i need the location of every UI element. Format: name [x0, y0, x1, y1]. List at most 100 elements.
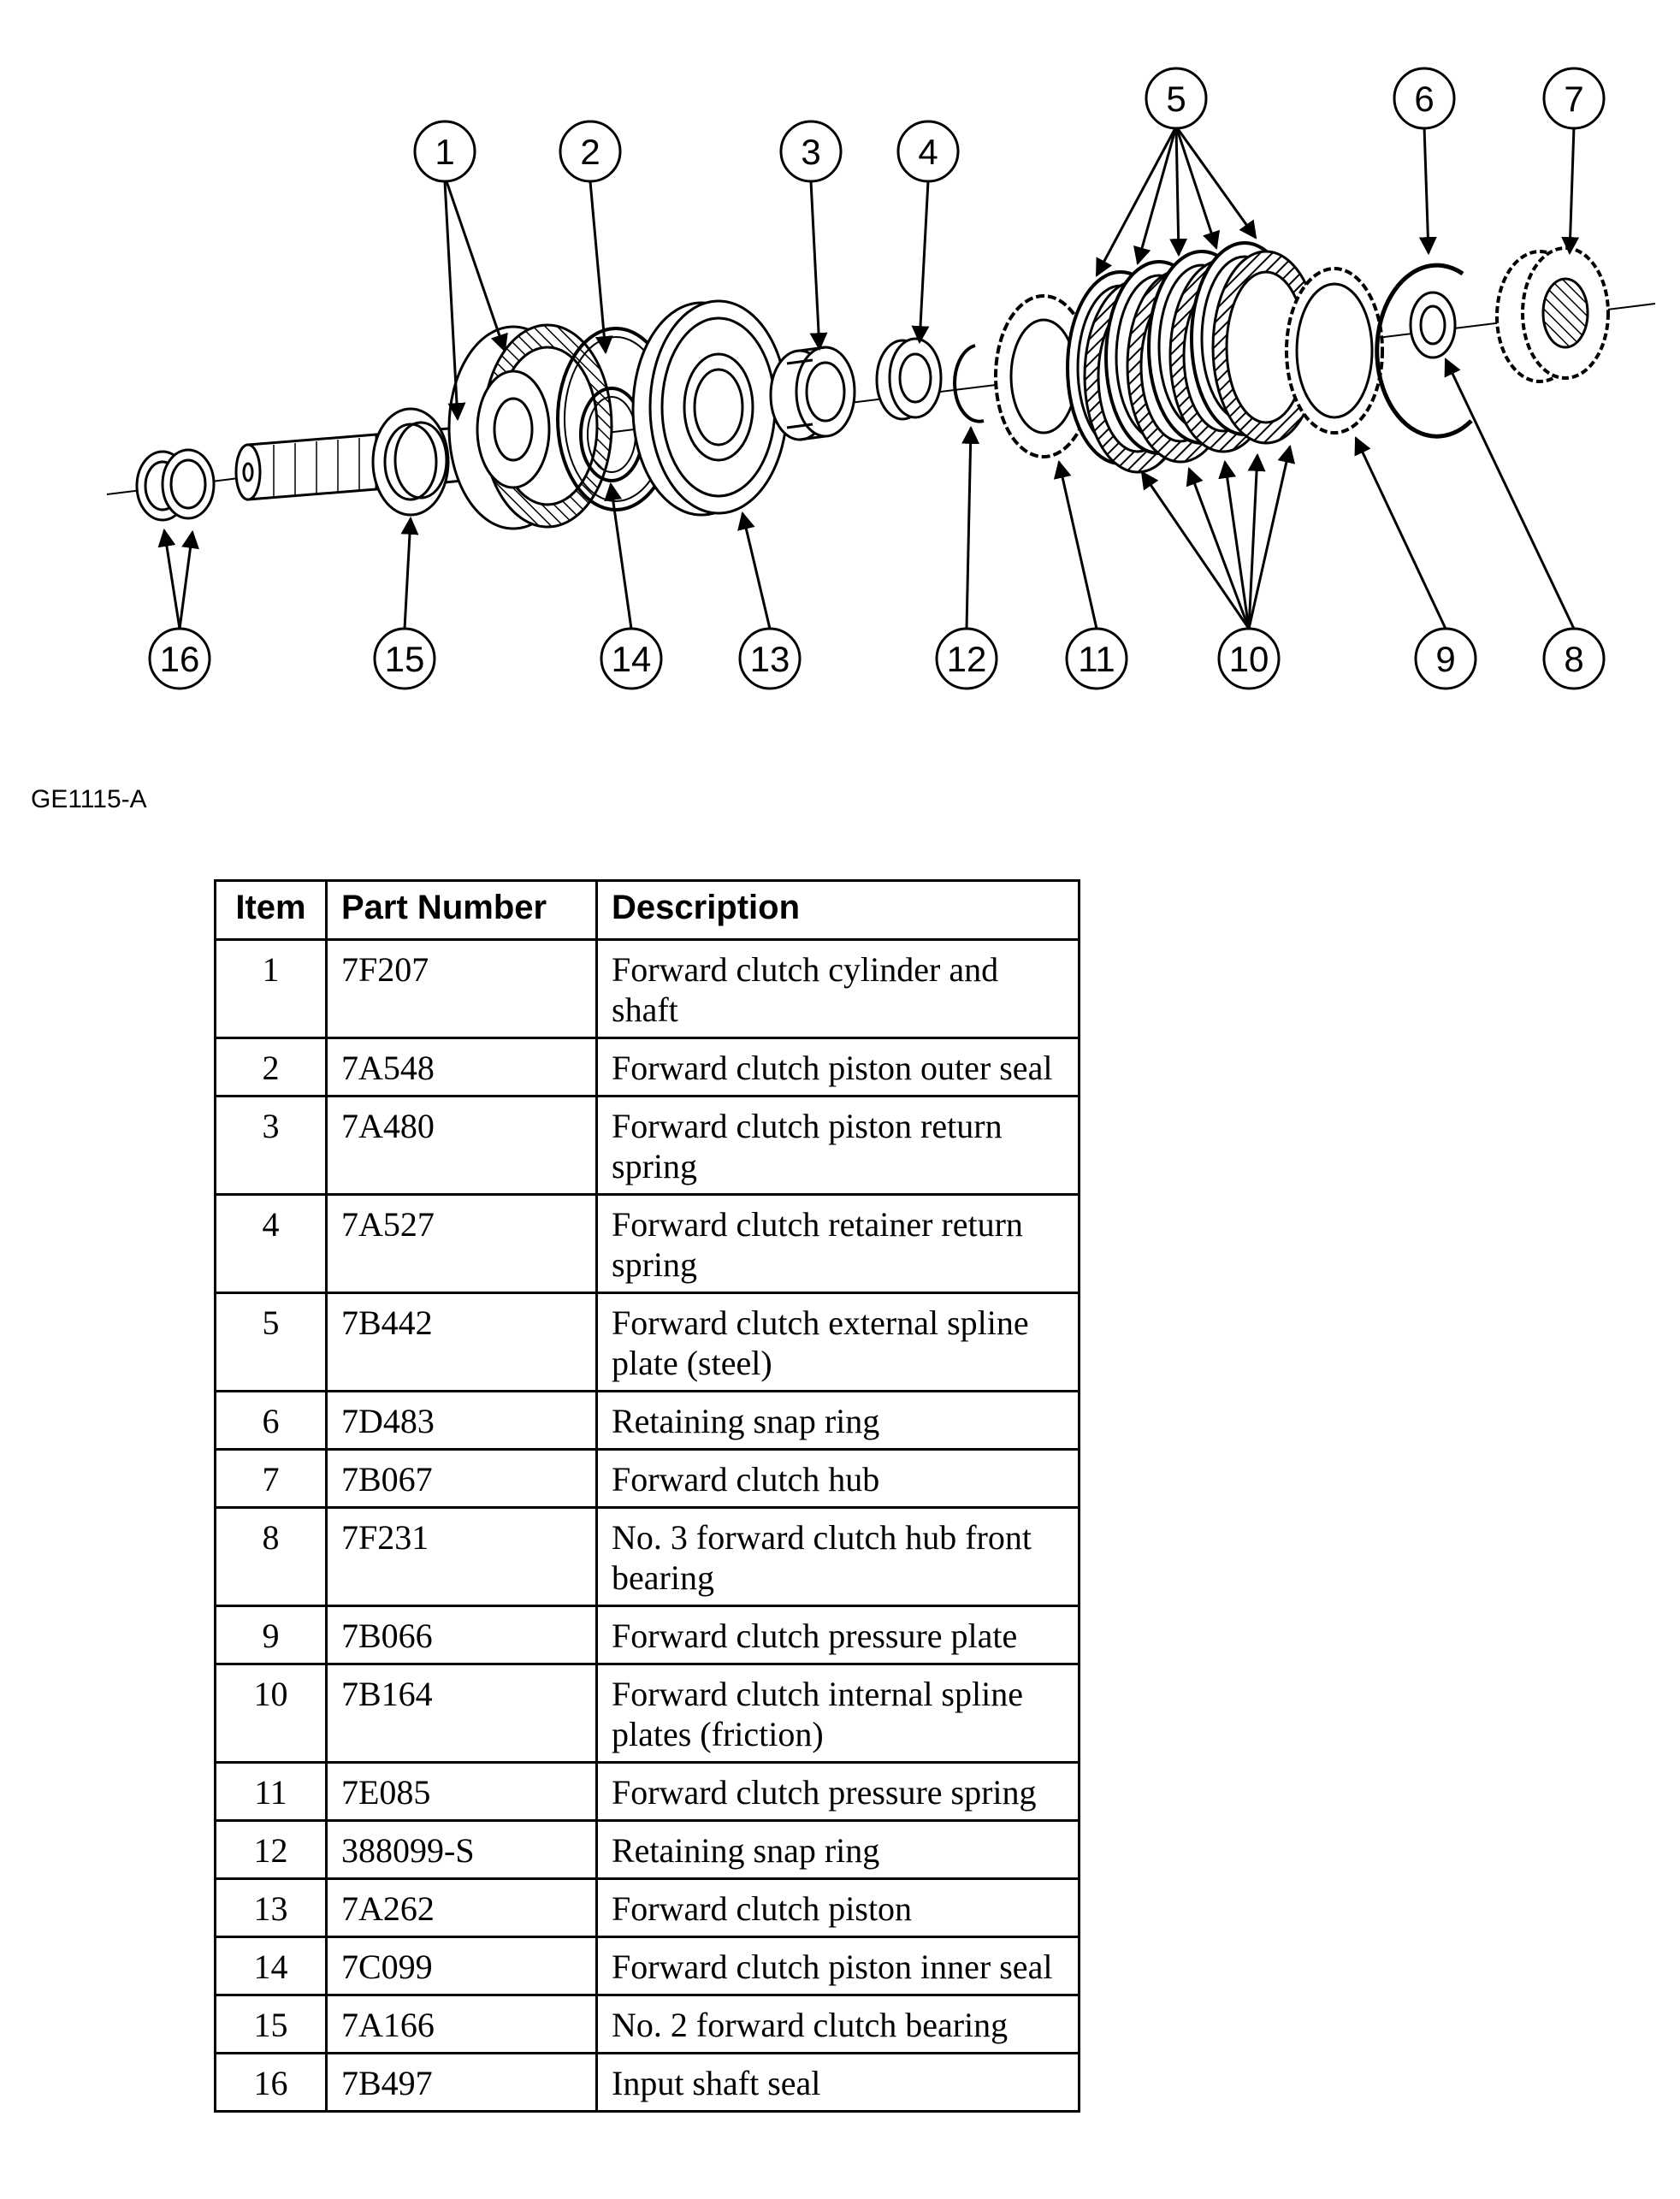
part-9-pressure-plate	[1285, 267, 1384, 434]
cell-description: No. 3 forward clutch hub front bearing	[595, 1506, 1080, 1607]
header-description: Description	[595, 879, 1080, 941]
svg-text:2: 2	[580, 132, 600, 172]
svg-text:3: 3	[801, 132, 820, 172]
cell-item: 4	[214, 1193, 328, 1294]
leader-arrows	[157, 126, 1580, 630]
cell-description: Forward clutch pressure plate	[595, 1605, 1080, 1665]
cell-item: 16	[214, 2052, 328, 2113]
cell-description: Forward clutch retainer return spring	[595, 1193, 1080, 1294]
svg-text:15: 15	[385, 639, 425, 679]
cell-item: 3	[214, 1095, 328, 1196]
svg-text:12: 12	[947, 639, 987, 679]
cell-part-number: 7D483	[325, 1390, 598, 1451]
cell-description: Forward clutch hub	[595, 1448, 1080, 1509]
cell-item: 10	[214, 1663, 328, 1764]
part-15-bearing	[371, 407, 450, 517]
cell-part-number: 7B164	[325, 1663, 598, 1764]
header-part-number: Part Number	[325, 879, 598, 941]
part-4-retainer	[875, 337, 943, 421]
cell-part-number: 7A480	[325, 1095, 598, 1196]
cell-description: Forward clutch piston inner seal	[595, 1936, 1080, 1996]
cell-description: Forward clutch piston	[595, 1877, 1080, 1938]
cell-item: 14	[214, 1936, 328, 1996]
part-7-hub	[1495, 246, 1610, 383]
cell-description: Forward clutch external spline plate (st…	[595, 1292, 1080, 1392]
cell-part-number: 7B066	[325, 1605, 598, 1665]
svg-text:4: 4	[918, 132, 938, 172]
svg-text:5: 5	[1166, 79, 1186, 119]
cell-item: 13	[214, 1877, 328, 1938]
cell-part-number: 7A262	[325, 1877, 598, 1938]
part-3-return-spring	[769, 346, 856, 441]
svg-text:13: 13	[750, 639, 790, 679]
cell-part-number: 7C099	[325, 1936, 598, 1996]
part-6-snap-ring	[1375, 263, 1473, 439]
cell-item: 2	[214, 1037, 328, 1097]
callouts: 1 2 3 4 5 6 7 8 9 10 11 12 13 14 15 16	[148, 67, 1606, 690]
cell-item: 1	[214, 938, 328, 1039]
cell-description: Input shaft seal	[595, 2052, 1080, 2113]
cell-part-number: 7E085	[325, 1761, 598, 1822]
cell-item: 7	[214, 1448, 328, 1509]
svg-text:11: 11	[1078, 639, 1115, 679]
cell-item: 8	[214, 1506, 328, 1607]
callout-14: 14	[600, 627, 663, 690]
cell-part-number: 7A527	[325, 1193, 598, 1294]
callout-3: 3	[779, 120, 843, 183]
callout-8: 8	[1542, 627, 1606, 690]
cell-description: No. 2 forward clutch bearing	[595, 1994, 1080, 2054]
part-13-piston	[631, 299, 789, 517]
part-12-snap-ring	[953, 344, 985, 423]
part-11-pressure-spring	[994, 294, 1093, 458]
cell-description: Retaining snap ring	[595, 1819, 1080, 1880]
callout-9: 9	[1414, 627, 1477, 690]
cell-item: 12	[214, 1819, 328, 1880]
svg-text:6: 6	[1414, 79, 1434, 119]
cell-part-number: 7F207	[325, 938, 598, 1039]
cell-part-number: 7A166	[325, 1994, 598, 2054]
cell-item: 9	[214, 1605, 328, 1665]
callout-13: 13	[738, 627, 802, 690]
callout-16: 16	[148, 627, 211, 690]
svg-text:8: 8	[1564, 639, 1583, 679]
svg-text:10: 10	[1229, 639, 1269, 679]
exploded-view-drawing: 1 2 3 4 5 6 7 8 9 10 11 12 13 14 15 16	[106, 67, 1656, 690]
svg-text:14: 14	[612, 639, 652, 679]
cell-description: Forward clutch internal spline plates (f…	[595, 1663, 1080, 1764]
cell-part-number: 7B442	[325, 1292, 598, 1392]
svg-text:16: 16	[160, 639, 200, 679]
cell-part-number: 7A548	[325, 1037, 598, 1097]
cell-description: Forward clutch piston return spring	[595, 1095, 1080, 1196]
callout-4: 4	[896, 120, 960, 183]
svg-text:7: 7	[1564, 79, 1583, 119]
callout-5: 5	[1145, 67, 1208, 130]
cell-part-number: 7B497	[325, 2052, 598, 2113]
table-header-row: Item Part Number Description	[214, 879, 1080, 941]
cell-item: 5	[214, 1292, 328, 1392]
part-16-input-shaft-seal	[135, 448, 216, 522]
callout-10: 10	[1217, 627, 1281, 690]
callout-15: 15	[373, 627, 436, 690]
callout-2: 2	[559, 120, 622, 183]
cell-item: 11	[214, 1761, 328, 1822]
cell-description: Forward clutch pressure spring	[595, 1761, 1080, 1822]
cell-part-number: 7F231	[325, 1506, 598, 1607]
svg-text:1: 1	[435, 132, 454, 172]
callout-1: 1	[413, 120, 476, 183]
